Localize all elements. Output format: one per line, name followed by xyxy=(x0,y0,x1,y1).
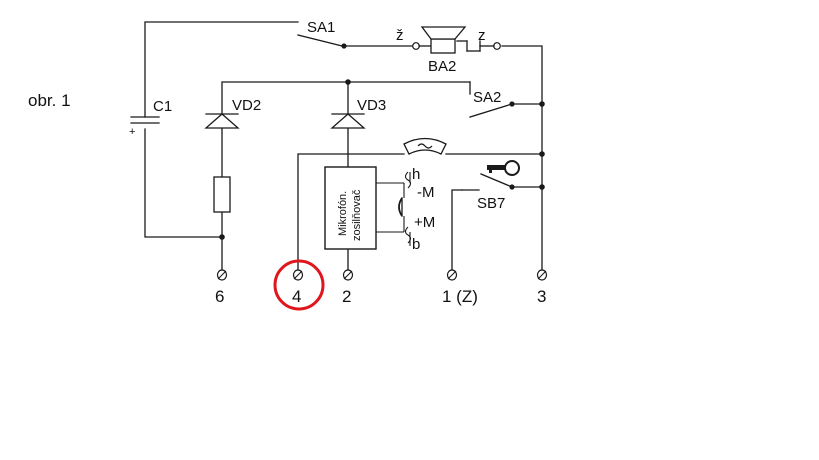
terminal-6: 6 xyxy=(215,269,228,306)
switch-sa2: SA2 xyxy=(469,81,515,118)
capacitor-label: C1 xyxy=(153,98,172,115)
mic-plus: +M xyxy=(414,214,435,231)
switch-sa1: SA1 xyxy=(297,19,347,49)
vd3-label: VD3 xyxy=(357,97,386,114)
microphone: h -M +M b xyxy=(398,166,435,253)
amplifier-line1: Mikrofón. xyxy=(337,191,349,236)
terminal-6-label: 6 xyxy=(215,287,224,306)
terminal-1: 1 (Z) xyxy=(442,269,478,306)
highlight-circle xyxy=(273,259,325,311)
figure-label: obr. 1 xyxy=(28,91,71,110)
sa2-label: SA2 xyxy=(473,89,501,106)
terminal-1-label: 1 (Z) xyxy=(442,287,478,306)
terminal-4: 4 xyxy=(292,269,304,306)
switch-sb7: SB7 xyxy=(461,160,520,212)
sb7-label: SB7 xyxy=(477,195,505,212)
speaker-right-pin: z xyxy=(478,27,486,44)
diode-vd3: VD3 xyxy=(330,97,386,129)
terminal-2-label: 2 xyxy=(342,287,351,306)
speaker-label: BA2 xyxy=(428,58,456,75)
speaker-left-pin: ž xyxy=(396,27,404,44)
terminal-3-label: 3 xyxy=(537,287,546,306)
key-icon xyxy=(487,160,520,176)
mic-bottom-pin: b xyxy=(412,236,420,253)
terminal-3: 3 xyxy=(536,269,548,306)
mic-amplifier: Mikrofón. zosilňovač xyxy=(324,166,377,250)
mic-minus: -M xyxy=(417,184,435,201)
resistor xyxy=(213,176,231,213)
handset-symbol xyxy=(403,137,447,155)
junction-dots xyxy=(219,79,545,240)
speaker-ba2: ž z BA2 xyxy=(396,26,501,75)
capacitor-c1: + C1 xyxy=(129,98,172,138)
diode-vd2: VD2 xyxy=(204,97,261,129)
vd2-label: VD2 xyxy=(232,97,261,114)
amplifier-line2: zosilňovač xyxy=(351,189,363,241)
mic-top-pin: h xyxy=(412,166,420,183)
capacitor-polarity: + xyxy=(129,126,135,138)
terminal-2: 2 xyxy=(342,269,354,306)
terminal-4-label: 4 xyxy=(292,287,301,306)
sa1-label: SA1 xyxy=(307,19,335,36)
